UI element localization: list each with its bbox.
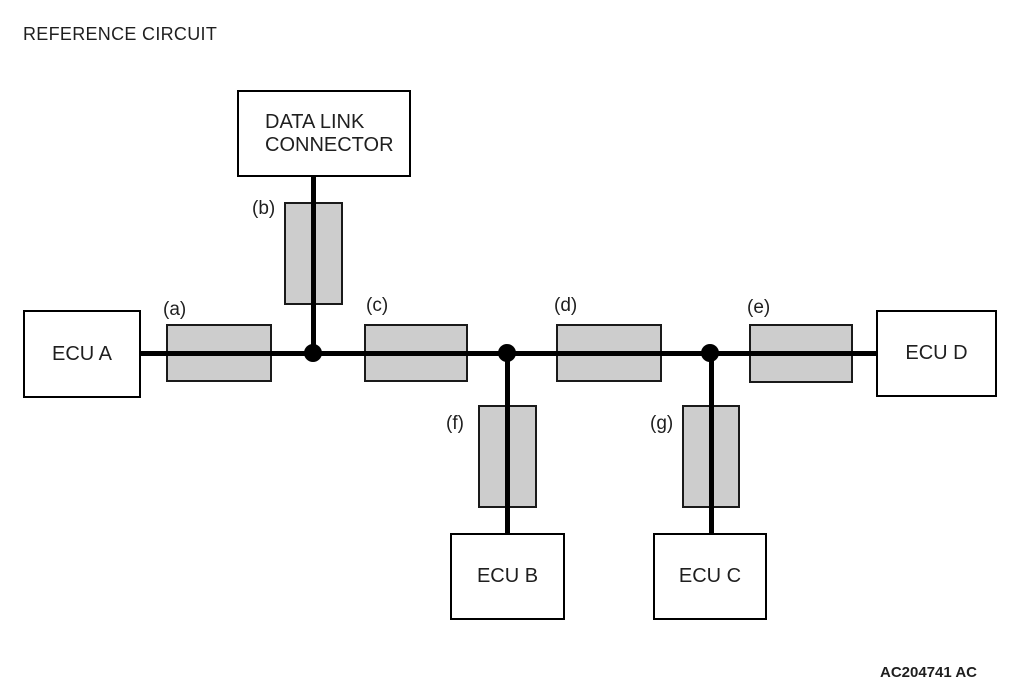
- junction-dot-3: [701, 344, 719, 362]
- segment-f-label: (f): [446, 413, 464, 434]
- segment-a-label: (a): [163, 299, 187, 320]
- figure-code: AC204741 AC: [880, 664, 977, 681]
- segment-d-label: (d): [554, 295, 578, 316]
- ecu-c-branch-line: [709, 353, 714, 535]
- ecu-c-box: ECU C: [653, 533, 767, 620]
- segment-c-label: (c): [366, 295, 389, 316]
- segment-g-label: (g): [650, 413, 674, 434]
- diagram-title: REFERENCE CIRCUIT: [23, 24, 218, 44]
- junction-dot-2: [498, 344, 516, 362]
- data-link-connector-label-line2: CONNECTOR: [265, 133, 394, 156]
- ecu-c-label: ECU C: [678, 565, 742, 587]
- segment-b-label: (b): [252, 198, 276, 219]
- data-link-connector-label-line1: DATA LINK: [265, 110, 365, 133]
- dlc-branch-line: [311, 176, 316, 356]
- ecu-a-label: ECU A: [51, 342, 113, 365]
- ecu-b-label: ECU B: [476, 565, 539, 587]
- junction-dot-1: [304, 344, 322, 362]
- ecu-d-label: ECU D: [905, 342, 968, 364]
- ecu-d-box: ECU D: [876, 310, 997, 397]
- ecu-b-branch-line: [505, 353, 510, 535]
- data-link-connector-box: DATA LINK CONNECTOR: [237, 90, 411, 177]
- ecu-b-box: ECU B: [450, 533, 565, 620]
- ecu-a-box: ECU A: [23, 310, 141, 398]
- segment-e-label: (e): [747, 297, 771, 318]
